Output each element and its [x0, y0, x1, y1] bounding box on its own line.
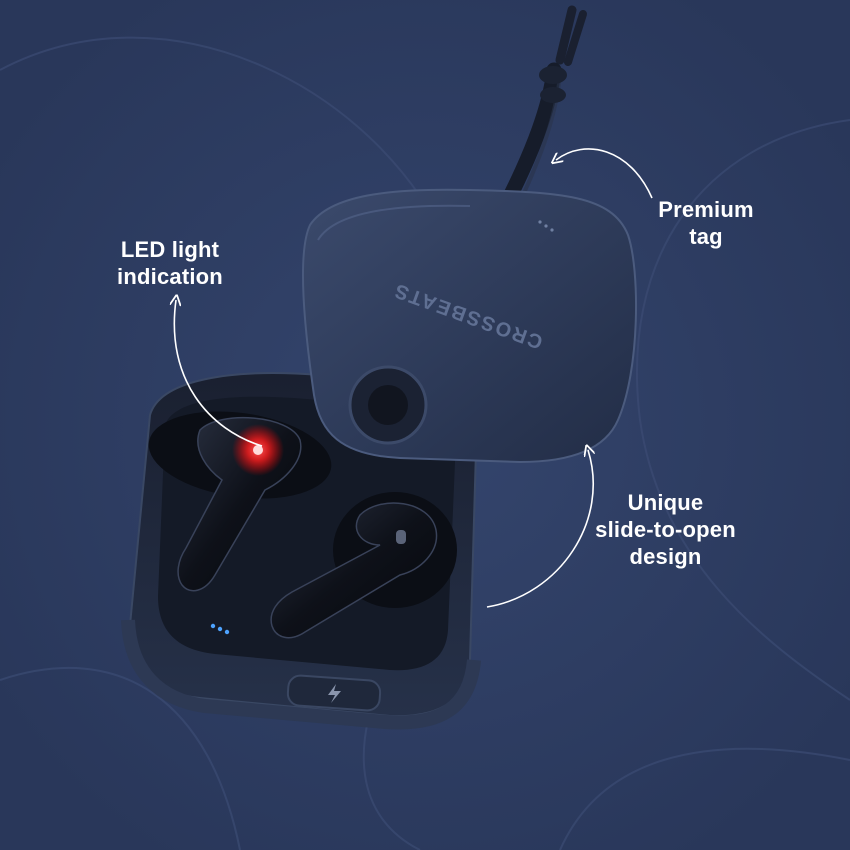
led-callout-arrow	[174, 300, 263, 447]
slide-to-open-callout: Unique slide-to-open design	[578, 489, 753, 570]
left-earbud	[148, 411, 332, 592]
slide-callout-line-1: Unique	[627, 490, 704, 515]
led-callout-line-1: LED light	[120, 237, 220, 262]
case-lid: CROSSBEATS	[301, 188, 638, 464]
slide-callout-line-2: slide-to-open	[595, 517, 736, 542]
tag-callout-line-2: tag	[689, 224, 723, 249]
premium-tag-callout: Premium tag	[636, 196, 776, 250]
slide-callout-arrow	[486, 450, 593, 608]
led-light-callout: LED light indication	[100, 236, 240, 290]
led-callout-line-2: indication	[117, 264, 223, 289]
slide-callout-line-3: design	[629, 544, 702, 569]
lightning-icon	[328, 684, 341, 703]
tag-callout-line-1: Premium	[658, 197, 754, 222]
right-earbud	[270, 492, 457, 639]
charge-indicator-light	[210, 623, 216, 629]
tag-callout-arrow	[556, 148, 653, 199]
